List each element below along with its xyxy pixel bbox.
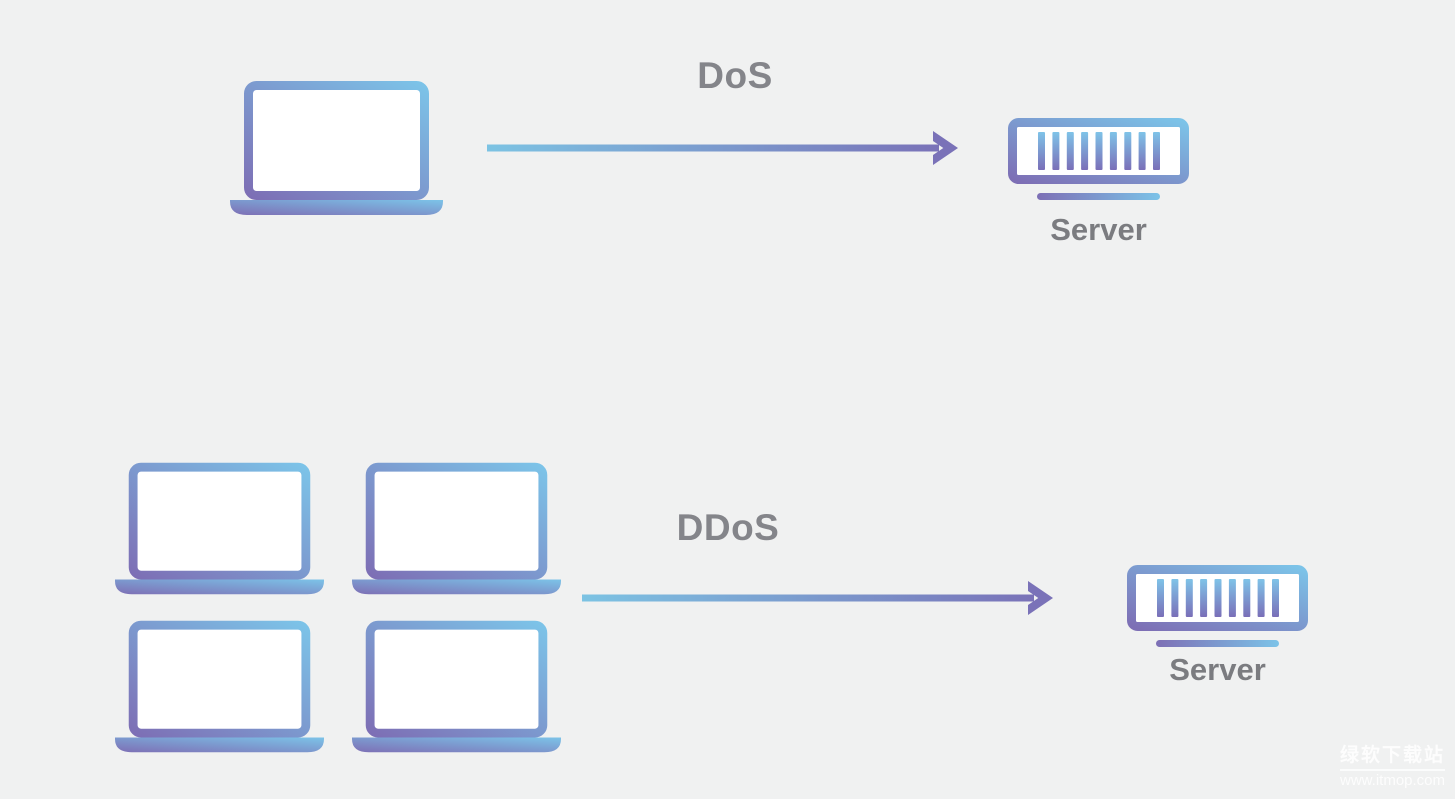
dos-attacker-laptop-icon	[230, 81, 443, 215]
ddos-attacker-laptop-icon-2	[352, 462, 561, 595]
dos-label: DoS	[697, 55, 773, 96]
ddos-attacker-laptop-icon-3	[115, 620, 324, 753]
ddos-target-server-icon	[1127, 565, 1308, 647]
ddos-attacker-laptop-icon-1	[115, 462, 324, 595]
dos-target-server-icon	[1008, 118, 1189, 200]
dos-arrow-icon	[487, 128, 972, 168]
ddos-attacker-laptop-icon-4	[352, 620, 561, 753]
dos-server-label: Server	[1050, 212, 1147, 247]
watermark-site-url: www.itmop.com	[1340, 772, 1446, 789]
watermark: 绿软下载站 www.itmop.com	[1340, 745, 1445, 789]
watermark-divider	[1340, 769, 1445, 771]
ddos-arrow-icon	[582, 578, 1067, 618]
watermark-site-name: 绿软下载站	[1340, 745, 1446, 766]
ddos-server-label: Server	[1169, 652, 1266, 687]
ddos-label: DDoS	[676, 507, 780, 548]
